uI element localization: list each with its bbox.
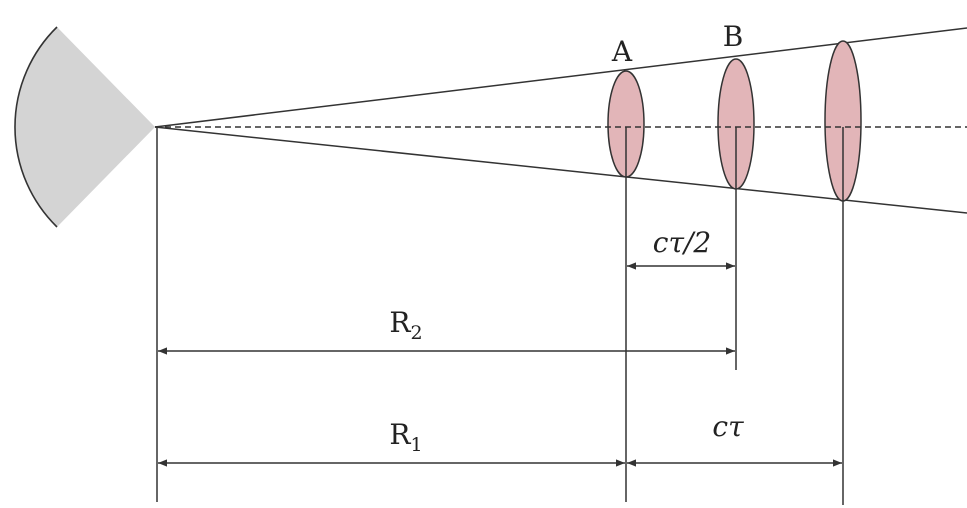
label-pulse: cτ (712, 410, 744, 443)
r1-base: R (389, 418, 411, 451)
label-r2: R2 (389, 306, 422, 344)
antenna-sector (14, 27, 156, 227)
label-r1: R1 (389, 418, 422, 456)
r1-subscript: 1 (411, 434, 423, 456)
label-a: A (611, 35, 633, 68)
antenna-arc (14, 26, 58, 228)
beam-lower-edge (154, 126, 967, 214)
r2-subscript: 2 (411, 322, 423, 344)
label-b: B (723, 20, 744, 53)
r2-base: R (389, 306, 411, 339)
beam-upper-edge (154, 27, 967, 128)
label-half-pulse: cτ/2 (653, 226, 711, 259)
